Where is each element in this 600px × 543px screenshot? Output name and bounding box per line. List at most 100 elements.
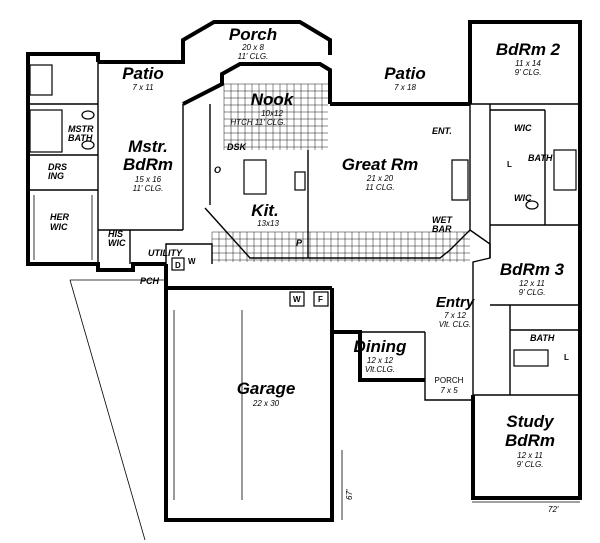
- mstr-dims: 15 x 16: [135, 175, 162, 184]
- dining-dims: 12 x 12: [367, 356, 394, 365]
- porch-top-dims: 20 x 8: [241, 43, 264, 52]
- shower: [29, 64, 53, 96]
- tub-surround: [29, 109, 63, 153]
- wic-upper-label: WIC: [514, 123, 532, 133]
- overall-depth: 67': [345, 489, 354, 500]
- porch-front-dims: 7 x 5: [440, 386, 458, 395]
- great-rm-name: Great Rm: [342, 155, 419, 174]
- room-labels: Porch 20 x 8 11' CLG. Patio 7 x 11 Patio…: [122, 25, 564, 469]
- garage-name: Garage: [237, 379, 296, 398]
- linen-upper-label: L: [507, 160, 512, 169]
- patio-left-name: Patio: [122, 64, 164, 83]
- garage-freezer-box: [313, 291, 329, 307]
- utility-label: UTILITY: [148, 248, 183, 258]
- fixtures: [29, 64, 577, 541]
- bdrm2-dims: 11 x 14: [515, 59, 541, 68]
- ent-label: ENT.: [432, 126, 452, 136]
- mstr-bath-label-2: BATH: [68, 133, 93, 143]
- nook-tile: [223, 83, 328, 150]
- patio-left-dims: 7 x 11: [132, 83, 153, 92]
- island: [243, 159, 267, 195]
- dining-name: Dining: [354, 337, 407, 356]
- wet-bar-label-2: BAR: [432, 224, 452, 234]
- drsing-label-1: DRS: [48, 162, 67, 172]
- bath-lower-label: BATH: [530, 333, 555, 343]
- bath-upper-label: BATH: [528, 153, 553, 163]
- washer-garage-label: W: [293, 295, 301, 304]
- patio-right-name: Patio: [384, 64, 426, 83]
- porch-front-name: PORCH: [435, 376, 464, 385]
- bedroom-wing-wall: [468, 20, 582, 500]
- wic-lower-label: WIC: [514, 193, 532, 203]
- mstr-bath-label-1: MSTR: [68, 124, 94, 134]
- mstr-name-1: Mstr.: [128, 137, 168, 156]
- great-room-side-wall: [332, 104, 471, 259]
- study-dims: 12 x 11: [517, 451, 543, 460]
- dryer-box: [171, 257, 185, 271]
- mstr-clg: 11' CLG.: [133, 184, 164, 193]
- pch-label: PCH: [140, 276, 160, 286]
- study-clg: 9' CLG.: [517, 460, 544, 469]
- dining-clg: Vlt.CLG.: [365, 365, 395, 374]
- study-name-1: Study: [506, 412, 555, 431]
- garage-dims: 22 x 30: [252, 399, 280, 408]
- nook-bay-wall: [182, 62, 332, 106]
- mstr-name-2: BdRm: [123, 155, 173, 174]
- patio-right-dims: 7 x 18: [394, 83, 416, 92]
- tile-hatch: [211, 83, 470, 262]
- upper-tub: [553, 149, 577, 191]
- bdrm3-name: BdRm 3: [500, 260, 565, 279]
- garage-washer-box: [289, 291, 305, 307]
- porch-top-clg: 11' CLG.: [238, 52, 269, 61]
- wet-bar-label-1: WET: [432, 215, 453, 225]
- upper-sink: [525, 200, 539, 210]
- overall-width: 72': [548, 505, 559, 514]
- dryer-util-label: D: [175, 261, 181, 270]
- entry-name: Entry: [436, 294, 475, 311]
- nook-clg: HTCH 11' CLG.: [230, 118, 285, 127]
- kit-name: Kit.: [251, 201, 278, 220]
- entry-clg: Vlt. CLG.: [439, 320, 471, 329]
- entry-wall: [469, 229, 491, 395]
- bdrm2-name: BdRm 2: [496, 40, 561, 59]
- bdrm2-clg: 9' CLG.: [515, 68, 542, 77]
- washer-util-label: W: [188, 257, 196, 266]
- great-rm-clg: 11 CLG.: [365, 183, 394, 192]
- kitchen-angle-wall: [204, 207, 290, 259]
- dsk-label: DSK: [227, 142, 248, 152]
- small-labels: MSTR BATH DRS ING HER WIC HIS WIC UTILIT…: [48, 123, 569, 362]
- kit-dims: 13x13: [257, 219, 279, 228]
- pantry-label: P: [296, 238, 303, 248]
- study-name-2: BdRm: [505, 431, 555, 450]
- dimension-marks: [341, 450, 580, 520]
- lower-tub: [513, 349, 549, 367]
- his-wic-label-1: HIS: [108, 229, 123, 239]
- his-wic-label-2: WIC: [108, 238, 126, 248]
- freezer-garage-label: F: [318, 295, 323, 304]
- driveway-edge: [69, 279, 146, 541]
- exterior-walls: [26, 20, 582, 522]
- bdrm3-clg: 9' CLG.: [519, 288, 546, 297]
- fireplace: [451, 159, 469, 201]
- nook-name: Nook: [251, 90, 295, 109]
- porch-bay-wall: [98, 20, 332, 64]
- linen-lower-label: L: [564, 353, 569, 362]
- sink-1: [81, 110, 95, 120]
- front-porch: [424, 380, 474, 401]
- interior-walls: [28, 62, 580, 396]
- entry-dims: 7 x 12: [444, 311, 466, 320]
- her-wic-label-2: WIC: [50, 222, 68, 232]
- hall-tile: [211, 231, 470, 262]
- her-wic-label-1: HER: [50, 212, 70, 222]
- utility-wall: [165, 243, 213, 264]
- overall-dimensions: 72' 67': [345, 489, 559, 514]
- range: [294, 171, 306, 191]
- oven-label: O: [214, 165, 221, 175]
- sink-2: [81, 140, 95, 150]
- drsing-label-2: ING: [48, 171, 64, 181]
- bdrm3-dims: 12 x 11: [519, 279, 545, 288]
- porch-top-name: Porch: [229, 25, 277, 44]
- nook-dims: 10x12: [261, 109, 283, 118]
- great-rm-dims: 21 x 20: [366, 174, 394, 183]
